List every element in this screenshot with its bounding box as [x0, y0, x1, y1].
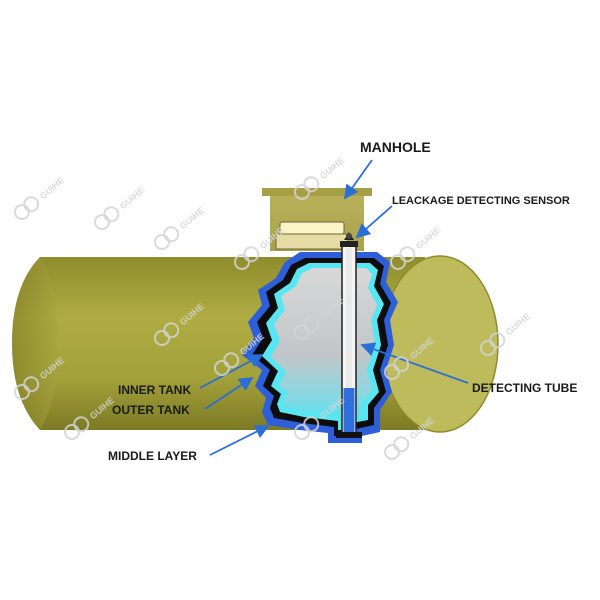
- detecting-tube: [336, 241, 362, 438]
- guihe-logo-icon: GUIHE: [154, 205, 206, 250]
- svg-text:GUIHE: GUIHE: [414, 225, 442, 251]
- leakage-sensor: [344, 232, 354, 240]
- arrow-outer-tank: [204, 377, 254, 410]
- label-middle-layer: MIDDLE LAYER: [108, 449, 197, 463]
- label-detecting-tube: DETECTING TUBE: [472, 381, 577, 395]
- arrow-detecting-tube: [360, 342, 469, 384]
- label-inner-tank: INNER TANK: [118, 383, 191, 397]
- arrow-sensor: [355, 205, 393, 239]
- manhole: [262, 188, 372, 251]
- arrow-manhole: [343, 159, 373, 200]
- svg-text:GUIHE: GUIHE: [504, 311, 532, 337]
- arrow-inner-tank: [199, 354, 264, 389]
- label-sensor: LEACKAGE DETECTING SENSOR: [392, 195, 570, 207]
- callout-arrows: [199, 159, 469, 456]
- svg-text:GUIHE: GUIHE: [318, 155, 346, 181]
- label-manhole: MANHOLE: [360, 139, 431, 155]
- labels: MANHOLE LEACKAGE DETECTING SENSOR DETECT…: [108, 139, 577, 463]
- svg-text:GUIHE: GUIHE: [118, 185, 146, 211]
- label-outer-tank: OUTER TANK: [112, 403, 190, 417]
- guihe-logo-icon: GUIHE: [14, 175, 66, 220]
- tank-end-cap: [381, 255, 499, 433]
- guihe-logo-icon: GUIHE: [94, 185, 146, 230]
- svg-text:GUIHE: GUIHE: [38, 175, 66, 201]
- svg-text:GUIHE: GUIHE: [178, 205, 206, 231]
- arrow-middle-layer: [209, 425, 270, 456]
